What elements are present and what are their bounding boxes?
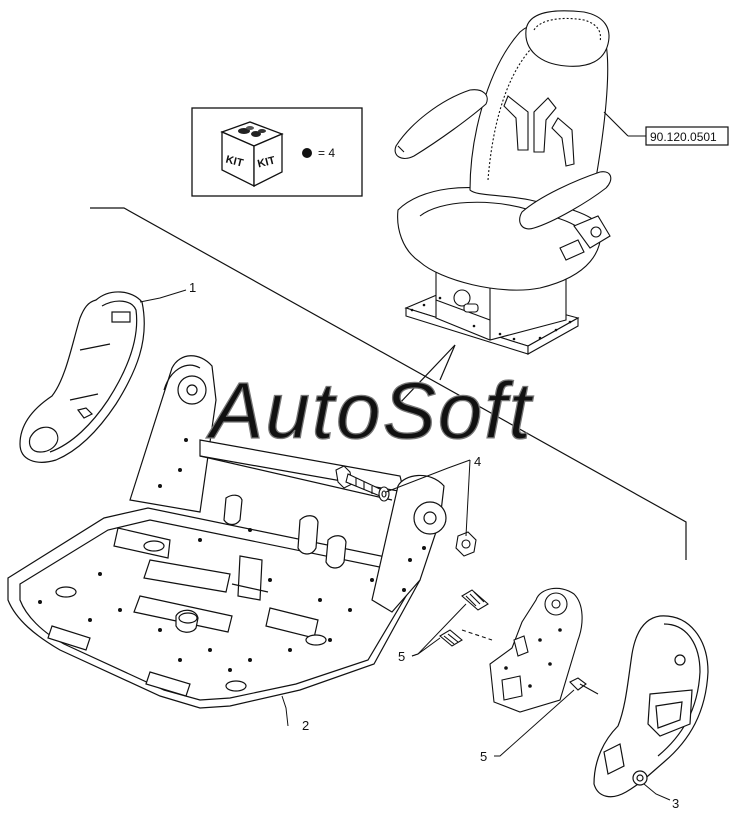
callout-5a: 5 bbox=[398, 649, 405, 664]
bullet-quantity: = 4 bbox=[318, 146, 335, 160]
kit-label-right: KIT bbox=[256, 154, 276, 170]
callout-5b: 5 bbox=[480, 749, 487, 764]
recliner-bracket bbox=[489, 587, 583, 713]
callout-3: 3 bbox=[672, 796, 679, 811]
left-side-cover bbox=[19, 291, 145, 463]
callout-2: 2 bbox=[302, 718, 309, 733]
divider-lines bbox=[90, 207, 687, 560]
kit-box-icon: KIT KIT bbox=[220, 121, 284, 188]
part-reference-label: 90.120.0501 bbox=[650, 130, 717, 144]
callout-1: 1 bbox=[189, 280, 196, 295]
bolt-washer-nut bbox=[335, 465, 477, 557]
bullet-icon bbox=[302, 148, 312, 158]
kit-legend: KIT KIT = 4 bbox=[191, 107, 363, 197]
callout-4: 4 bbox=[474, 454, 481, 469]
complete-seat-assembly bbox=[394, 10, 612, 355]
leader-lines bbox=[139, 289, 671, 801]
kit-label-left: KIT bbox=[224, 154, 244, 170]
watermark: AutoSoft bbox=[206, 366, 534, 455]
part-reference: 90.120.0501 bbox=[603, 111, 729, 146]
part-reference-box bbox=[645, 126, 729, 146]
spring-and-pin bbox=[439, 589, 599, 695]
callouts: 1 2 3 4 5 5 bbox=[189, 280, 679, 811]
right-side-cover bbox=[593, 615, 709, 798]
